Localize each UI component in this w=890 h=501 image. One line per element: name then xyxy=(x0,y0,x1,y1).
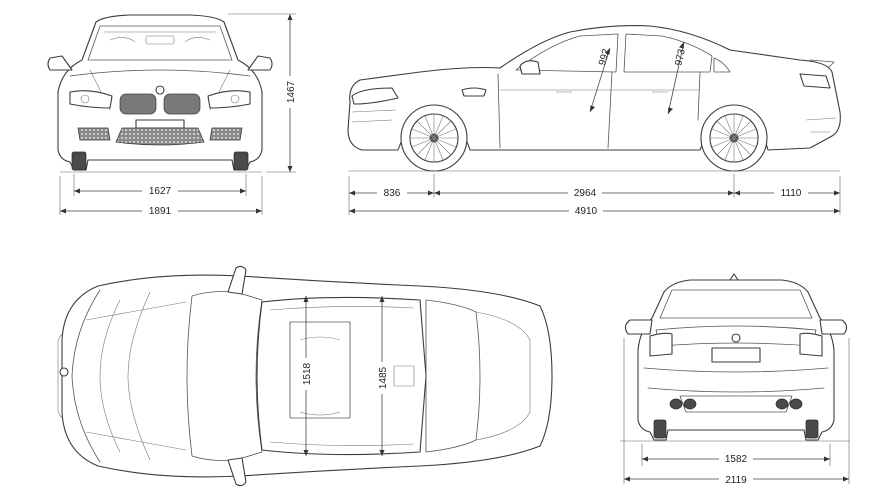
exhaust-right xyxy=(775,398,803,410)
front-width-label: 1891 xyxy=(149,206,172,217)
length-label: 4910 xyxy=(575,206,598,217)
interior-width-front-label: 1518 xyxy=(302,362,313,385)
rear-wheel xyxy=(700,104,768,172)
front-wheel xyxy=(400,104,468,172)
width-with-mirrors-label: 2119 xyxy=(725,475,747,486)
rear-overhang-label: 1110 xyxy=(781,188,802,199)
front-overhang-label: 836 xyxy=(384,188,401,199)
interior-width-rear-label: 1485 xyxy=(378,366,389,389)
side-view xyxy=(347,25,841,215)
rear-track-label: 1582 xyxy=(725,454,748,465)
wheelbase-label: 2964 xyxy=(574,188,597,199)
rear-view xyxy=(620,273,850,484)
headroom-rear-label: 973 xyxy=(673,48,688,67)
headroom-front-label: 992 xyxy=(597,47,612,66)
top-view xyxy=(57,265,553,487)
front-view xyxy=(47,13,296,215)
exhaust-left xyxy=(669,398,697,410)
front-track-label: 1627 xyxy=(149,186,172,197)
height-label: 1467 xyxy=(286,80,297,103)
